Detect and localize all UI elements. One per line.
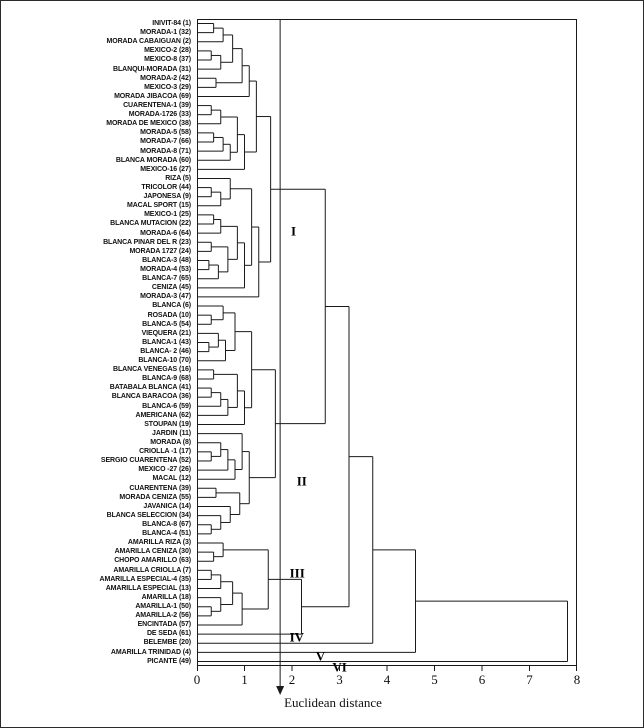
leaf-label: BLANCA VENEGAS (16) — [113, 366, 191, 374]
leaf-label: PICANTE (49) — [147, 657, 191, 665]
leaf-label: CHOPO AMARILLO (63) — [114, 557, 191, 565]
axis-tick-label: 6 — [479, 672, 486, 687]
leaf-label: MORADA 1727 (24) — [129, 247, 191, 255]
leaf-label: MORADA-4 (53) — [140, 265, 191, 273]
leaf-label: AMARILLA ESPECIAL (13) — [105, 584, 191, 592]
leaf-label: BLANCA SELECCION (34) — [106, 511, 191, 519]
leaf-label: MORADA-7 (66) — [140, 138, 191, 146]
leaf-label: MACAL SPORT (15) — [127, 202, 191, 210]
axis-tick-label: 8 — [574, 672, 581, 687]
leaf-label: JAPONESA (9) — [143, 193, 191, 201]
axis-tick-label: 3 — [336, 672, 343, 687]
leaf-label: DE SEDA (61) — [146, 630, 191, 638]
leaf-label: MORADA-8 (71) — [140, 147, 191, 155]
leaf-label: BLANCA PINAR DEL R (23) — [103, 238, 191, 246]
axis-title: Euclidean distance — [284, 695, 382, 710]
axis-tick-label: 7 — [526, 672, 533, 687]
plot-border — [197, 19, 577, 666]
leaf-label: BLANCA-1 (43) — [142, 338, 191, 346]
leaf-label: JAVANICA (14) — [143, 502, 191, 510]
leaf-label: MORADA CENIZA (55) — [119, 493, 191, 501]
leaf-label: MEXICO-3 (29) — [144, 83, 191, 91]
leaf-label: CUARENTENA (39) — [129, 484, 191, 492]
leaf-label: AMARILLA CENIZA (30) — [114, 548, 192, 556]
leaf-label: VIEQUERA (21) — [141, 329, 192, 337]
leaf-label: MORADA (8) — [150, 439, 191, 447]
cluster-label-ii: II — [296, 473, 307, 489]
leaf-label: BLANCA MUTACION (22) — [110, 220, 191, 228]
leaf-label: MEXICO-1 (25) — [144, 211, 191, 219]
cluster-label-v: V — [315, 648, 326, 664]
cluster-label-i: I — [291, 223, 297, 239]
leaf-label: AMARILLA CRIOLLA (7) — [113, 566, 191, 574]
leaf-label: BLANCA-5 (54) — [142, 320, 191, 328]
leaf-label: MORADA-1726 (33) — [128, 111, 191, 119]
leaf-label: MEXICO-8 (37) — [144, 56, 191, 64]
leaf-label: MEXICO-2 (28) — [144, 47, 191, 55]
leaf-label: BELEMBE (20) — [143, 639, 192, 647]
leaf-label: BATABALA BLANCA (41) — [109, 384, 191, 392]
leaf-label: AMARILLA-1 (50) — [135, 603, 191, 610]
leaf-label: MORADA-5 (58) — [140, 129, 191, 137]
axis-tick-label: 2 — [289, 672, 296, 687]
leaf-label: STOUPAN (19) — [144, 420, 191, 428]
cluster-label-vi: VI — [332, 659, 347, 675]
leaf-label: MORADA DE MEXICO (38) — [106, 120, 191, 128]
leaf-label: BLANCA BARACOA (36) — [111, 393, 191, 401]
leaf-label: BLANCA-9 (68) — [142, 375, 191, 383]
leaf-label: MORADA-3 (47) — [140, 293, 191, 301]
leaf-label: BLANQUI-MORADA (31) — [113, 65, 191, 73]
leaf-label: BLANCA (6) — [152, 302, 191, 310]
leaf-label: BLANCA MORADA (60) — [115, 156, 191, 164]
leaf-label: BLANCA-6 (59) — [142, 402, 191, 410]
leaf-label: RIZA (5) — [165, 174, 191, 182]
leaf-label: BLANCA-8 (67) — [142, 521, 191, 529]
axis-tick-label: 0 — [194, 672, 201, 687]
leaf-label: JARDIN (11) — [152, 429, 191, 437]
leaf-label: AMARILLA (18) — [141, 593, 191, 601]
leaf-label-column: INIVIT-84 (1) MORADA-1 (32)MORADA CABAIGU… — [5, 19, 194, 666]
leaf-label: CENIZA (45) — [151, 284, 191, 292]
axis-tick-label: 1 — [241, 672, 248, 687]
leaf-label: AMARILLA RIZA (3) — [127, 539, 191, 547]
leaf-label: ENCINTADA (57) — [137, 621, 192, 629]
cluster-label-iv: IV — [289, 629, 305, 645]
leaf-label: MEXICO-16 (27) — [140, 165, 191, 173]
cut-distance-arrow-icon — [276, 686, 285, 695]
dendrogram-svg: 0 1 2 3 4 5 6 7 8 — [194, 19, 580, 695]
leaf-label: TRICOLOR (44) — [141, 183, 191, 191]
leaf-label: ROSADA (10) — [147, 311, 191, 319]
axis-tick-label: 4 — [384, 672, 391, 687]
leaf-label: AMERICANA (62) — [135, 411, 191, 419]
leaf-label: CRIOLLA -1 (17) — [139, 448, 191, 456]
leaf-label: MEXICO -27 (26) — [138, 466, 191, 474]
leaf-label: BLANCA- 2 (46) — [140, 347, 191, 355]
leaf-label: BLANCA-7 (65) — [142, 275, 191, 283]
axis-tick-label: 5 — [431, 672, 438, 687]
leaf-label: CUARENTENA-1 (39) — [123, 101, 191, 109]
leaf-label: MORADA-1 (32) — [140, 29, 191, 37]
leaf-label: BLANCA-3 (48) — [142, 256, 191, 264]
leaf-label: MACAL (12) — [152, 475, 191, 483]
leaf-label: BLANCA-4 (51) — [142, 530, 191, 538]
leaf-label: AMARILLA-2 (56) — [135, 612, 191, 620]
leaf-label: MORADA JIBACOA (69) — [114, 92, 191, 100]
leaf-label: MORADA-2 (42) — [140, 74, 191, 82]
leaf-label: INIVIT-84 (1) — [152, 20, 191, 27]
cluster-label-iii: III — [289, 565, 305, 581]
leaf-label: AMARILLA ESPECIAL-4 (35) — [99, 575, 192, 583]
leaf-label: BLANCA-10 (70) — [138, 357, 191, 365]
leaf-label: MORADA-6 (64) — [140, 229, 191, 237]
leaf-label: AMARILLA TRINIDAD (4) — [110, 648, 191, 656]
leaf-label: MORADA CABAIGUAN (2) — [106, 38, 192, 46]
leaf-label: SERGIO CUARENTENA (52) — [100, 457, 191, 465]
